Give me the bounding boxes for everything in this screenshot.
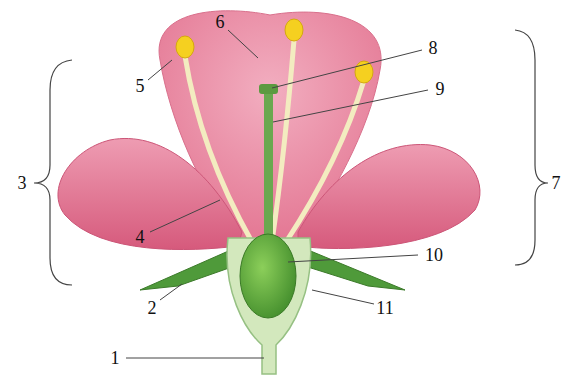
callout-number: 11 <box>376 299 393 317</box>
callout-number: 5 <box>136 77 145 95</box>
callout-number: 7 <box>552 174 561 192</box>
callout-number: 8 <box>429 39 438 57</box>
callout-number: 6 <box>216 13 225 31</box>
callout-number: 10 <box>425 246 443 264</box>
callout-number: 4 <box>136 228 145 246</box>
callout-number: 3 <box>18 174 27 192</box>
callout-number: 9 <box>436 80 445 98</box>
callout-number: 1 <box>111 349 120 367</box>
callout-number: 2 <box>148 299 157 317</box>
